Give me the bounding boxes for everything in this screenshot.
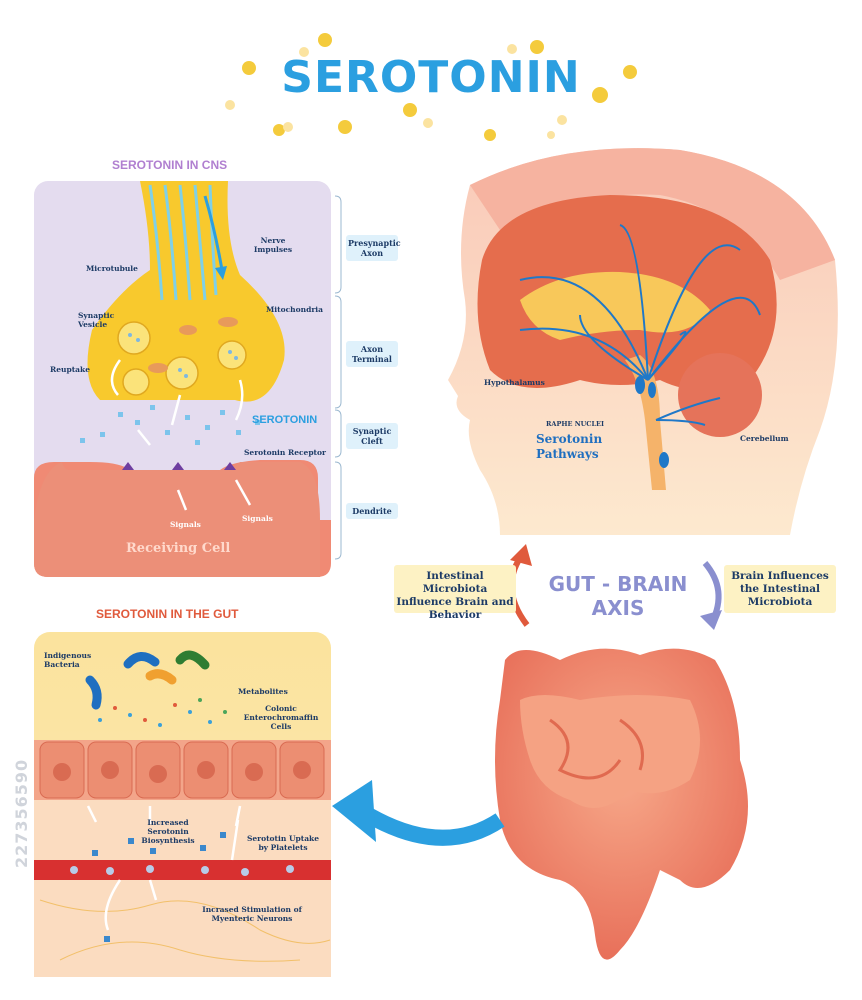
cns-title: SEROTONIN IN CNS bbox=[112, 158, 228, 172]
label-signals-left: Signals bbox=[170, 520, 201, 529]
label-serotonin: SEROTONIN bbox=[252, 414, 318, 426]
axis-left-box: Intestinal Microbiota Influence Brain an… bbox=[394, 565, 516, 621]
label-receiving-cell: Receiving Cell bbox=[126, 541, 231, 556]
label-colonic-cells: Colonic Enterochromaffin Cells bbox=[243, 704, 319, 731]
label-myenteric-stimulation: Incrased Stimulation of Myenteric Neuron… bbox=[202, 905, 302, 923]
label-hypothalamus: Hypothalamus bbox=[484, 378, 545, 387]
smiley-icons bbox=[225, 33, 637, 141]
cns-panel bbox=[34, 181, 342, 577]
axis-arrows bbox=[508, 544, 722, 630]
head-illustration bbox=[448, 148, 838, 535]
gut-panel bbox=[34, 632, 331, 977]
label-serotonin-pathways: Serotonin Pathways bbox=[536, 432, 603, 461]
region-synaptic-cleft: Synaptic Cleft bbox=[346, 423, 398, 449]
page-title: SEROTONIN bbox=[281, 52, 581, 103]
intestine-illustration bbox=[495, 648, 748, 960]
label-synaptic-vesicle: Synaptic Vesicle bbox=[78, 311, 115, 329]
label-nerve-impulses: Nerve Impulses bbox=[253, 236, 293, 254]
axis-left-text: Intestinal Microbiota Influence Brain an… bbox=[396, 570, 514, 621]
label-metabolites: Metabolites bbox=[238, 687, 288, 696]
gut-title: SEROTONIN IN THE GUT bbox=[96, 607, 239, 621]
axis-title-line1: GUT - BRAIN bbox=[548, 572, 688, 596]
label-serotonin-receptor: Serotonin Receptor bbox=[244, 448, 326, 457]
label-cerebellum: Cerebellum bbox=[740, 434, 789, 443]
label-reuptake: Reuptake bbox=[50, 365, 90, 374]
region-dendrite: Dendrite bbox=[346, 503, 398, 519]
axis-title-line2: AXIS bbox=[591, 596, 645, 620]
label-increased-biosynthesis: Increased Serotonin Biosynthesis bbox=[141, 818, 195, 845]
gut-arrow-head bbox=[332, 780, 376, 842]
label-raphe-nuclei: RAPHE NUCLEI bbox=[546, 420, 605, 428]
label-microtubule: Microtubule bbox=[86, 264, 138, 273]
label-indigenous-bacteria: Indigenous Bacteria bbox=[44, 651, 92, 669]
label-serotonin-uptake: Serototin Uptake by Platelets bbox=[246, 834, 320, 852]
label-mitochondria: Mitochondria bbox=[266, 305, 323, 314]
gut-arrow bbox=[355, 803, 505, 846]
axis-right-box: Brain Influences the Intestinal Microbio… bbox=[724, 565, 836, 613]
axis-right-text: Brain Influences the Intestinal Microbio… bbox=[731, 570, 829, 608]
region-presynaptic-axon: Presynaptic Axon bbox=[346, 235, 401, 261]
label-signals-right: Signals bbox=[242, 514, 273, 523]
region-axon-terminal: Axon Terminal bbox=[346, 341, 398, 367]
